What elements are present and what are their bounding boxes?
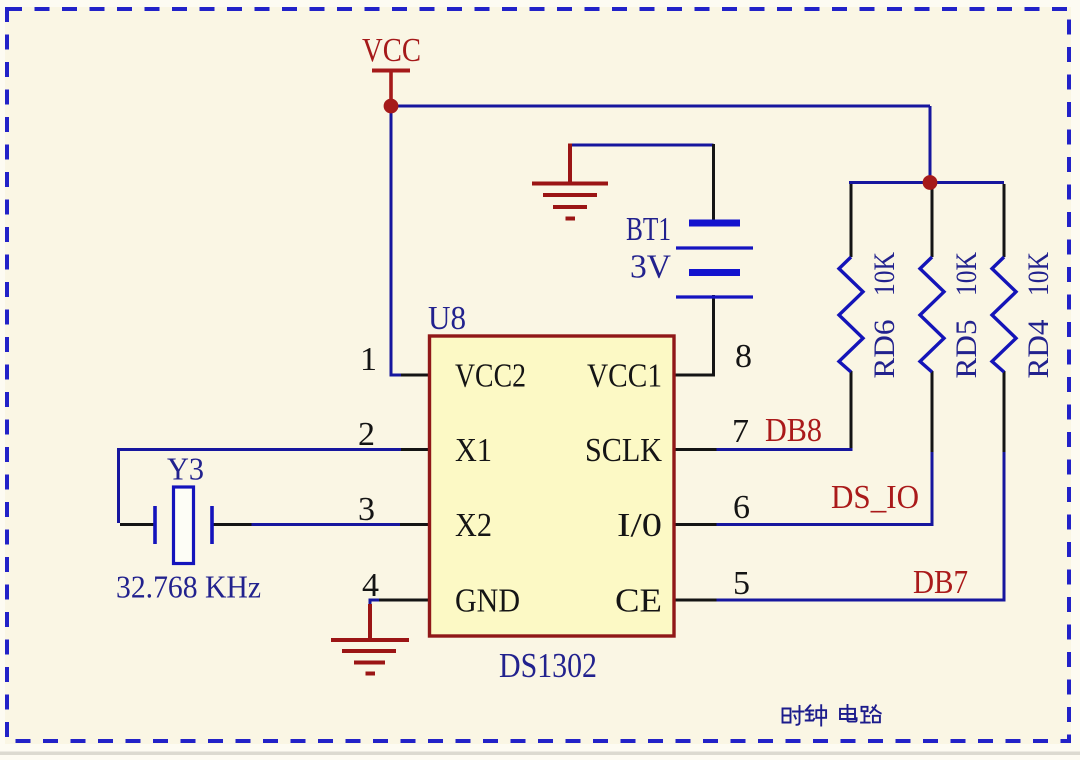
sheet-dashed-border	[5, 7, 1071, 743]
glyph-zhong	[804, 703, 828, 727]
rd5-designator: RD5	[950, 320, 983, 379]
pin-name-vcc1: VCC1	[587, 358, 662, 395]
rd6-zigzag	[836, 255, 866, 374]
wire-io-to-rd5	[715, 450, 934, 526]
rd4-zigzag	[989, 255, 1019, 374]
net-label-db7: DB7	[913, 564, 968, 601]
wire-ce-to-rd4	[715, 450, 1006, 602]
crystal-body	[171, 485, 196, 566]
pin-number-8: 8	[735, 338, 752, 375]
crystal-designator: Y3	[167, 451, 204, 487]
sheet-title: 时钟 电路	[781, 703, 882, 727]
chip-pin-names: VCC2 X1 X2 GND VCC1 SCLK I/0 CE	[455, 358, 662, 620]
component-pins	[120, 144, 1006, 602]
pin-name-vcc2: VCC2	[455, 358, 526, 395]
resistor-bodies	[836, 255, 1019, 374]
junction-dot-resistor-bus	[922, 175, 938, 190]
pin-number-6: 6	[733, 489, 750, 526]
pin-number-3: 3	[358, 491, 375, 528]
pin-number-4: 4	[362, 567, 379, 604]
rd4-designator: RD4	[1022, 320, 1055, 379]
pin-number-1: 1	[360, 341, 377, 378]
chip-u8: U8 DS1302 VCC2 X1 X2 GND VCC1 SCLK I/0 C…	[358, 300, 752, 685]
crystal-y3: Y3 32.768 KHz	[116, 451, 261, 605]
pin-name-sclk: SCLK	[585, 432, 662, 469]
junction-dot-vcc	[383, 98, 399, 114]
rd5-value: 10K	[950, 252, 983, 296]
chip-body	[427, 334, 676, 638]
crystal-value: 32.768 KHz	[116, 569, 261, 605]
pin-name-x2: X2	[455, 507, 492, 544]
chip-designator: U8	[428, 300, 466, 337]
battery-bt1: BT1 3V	[626, 211, 753, 299]
net-labels: DB8 DS_IO DB7	[765, 412, 968, 601]
vcc-power-symbol: VCC	[362, 32, 421, 101]
pin-number-7: 7	[732, 413, 749, 450]
rd6-value: 10K	[868, 252, 901, 296]
pin-number-2: 2	[358, 416, 375, 453]
pin-number-5: 5	[733, 565, 750, 602]
vcc-net-label: VCC	[362, 32, 421, 69]
glyph-lu	[860, 704, 882, 724]
ground-symbol-chip	[331, 604, 409, 676]
sheet-title-strokes	[781, 703, 882, 727]
rd6-designator: RD6	[868, 320, 901, 379]
ground-symbol-battery	[532, 143, 608, 221]
pin-name-ce: CE	[615, 583, 662, 620]
wire-pin2-to-crystal-left	[117, 448, 402, 523]
pin-name-io: I/0	[617, 507, 662, 544]
glyph-dian	[839, 704, 858, 723]
battery-designator: BT1	[626, 211, 671, 248]
wire-vcc-to-pin1	[389, 104, 402, 377]
bottom-edge-shadow	[0, 751, 1080, 755]
glyph-shi	[781, 705, 805, 726]
rd5-zigzag	[917, 255, 947, 374]
pin-8-stub	[674, 295, 715, 377]
wires	[117, 104, 1006, 606]
chip-pin-numbers: 1 2 3 4 8 7 6 5	[358, 338, 752, 604]
rd4-value: 10K	[1022, 252, 1055, 296]
net-label-dsio: DS_IO	[831, 479, 919, 516]
pin-name-gnd: GND	[455, 583, 520, 620]
resistor-labels: RD6 10K RD5 10K RD4 10K	[868, 252, 1055, 379]
net-label-db8: DB8	[765, 412, 822, 449]
chip-part-number: DS1302	[499, 646, 597, 685]
battery-value: 3V	[630, 249, 671, 286]
pin-name-x1: X1	[455, 432, 492, 469]
